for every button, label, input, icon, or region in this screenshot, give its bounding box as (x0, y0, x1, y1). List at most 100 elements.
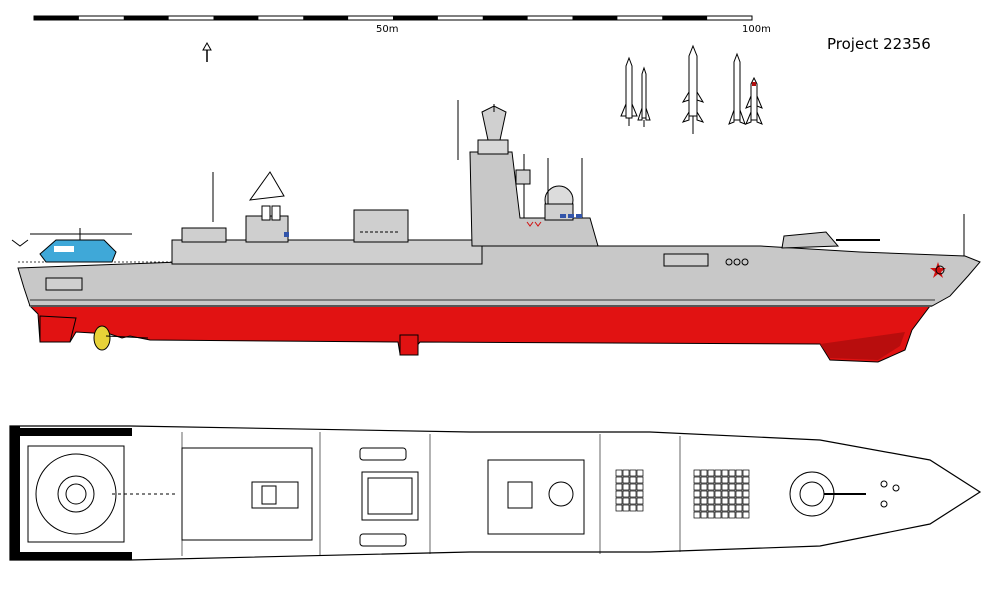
vls-cell (742, 483, 750, 491)
vls-cell (742, 469, 750, 477)
vls-cell (693, 497, 701, 505)
ship-top-plan (9, 425, 982, 561)
vls-cell (622, 490, 630, 498)
vls-cell (721, 469, 729, 477)
missile-set (620, 44, 763, 134)
vls-cell (700, 476, 708, 484)
vls-cell (728, 497, 736, 505)
vls-cell (735, 469, 743, 477)
vls-cell (615, 476, 623, 484)
scale-bar-segment (123, 16, 169, 20)
vls-cell (721, 497, 729, 505)
missile-5-icon (745, 76, 763, 125)
vls-cell (622, 476, 630, 484)
vls-cell (693, 476, 701, 484)
underwater-hull (28, 305, 931, 363)
vls-cell (707, 483, 715, 491)
vls-cell (728, 490, 736, 498)
vls-cell (636, 476, 644, 484)
vls-cell (615, 469, 623, 477)
vls-grid-aft (615, 469, 644, 512)
missile-1-icon (620, 56, 638, 126)
vls-cell (714, 490, 722, 498)
scale-bar: 50m 100m (33, 15, 771, 35)
vls-cell (707, 504, 715, 512)
vls-cell (707, 511, 715, 519)
vls-cell (735, 497, 743, 505)
vls-cell (622, 469, 630, 477)
helicopter-icon (11, 228, 132, 263)
vls-cell (622, 504, 630, 512)
vls-cell (728, 511, 736, 519)
vls-cell (615, 483, 623, 491)
vls-cell (636, 483, 644, 491)
vls-cell (693, 490, 701, 498)
vls-cell (714, 497, 722, 505)
scale-tick-100m: 100m (742, 24, 771, 35)
scale-bar-segment (303, 16, 349, 20)
scale-bar-segment (393, 16, 438, 20)
vls-cell (615, 490, 623, 498)
scale-bar-segment (662, 16, 708, 20)
vls-cell (742, 490, 750, 498)
propeller-icon (93, 325, 111, 351)
vls-cell (714, 476, 722, 484)
vls-cell (700, 469, 708, 477)
scale-bar-segment (572, 16, 618, 20)
vls-cell (707, 476, 715, 484)
missile-4-icon (728, 52, 746, 125)
vls-cell (728, 476, 736, 484)
vls-cell (735, 476, 743, 484)
scale-bar-segment (34, 16, 79, 20)
vls-cell (629, 476, 637, 484)
vls-cell (728, 469, 736, 477)
vls-cell (742, 511, 750, 519)
ship-title: Project 22356 (827, 35, 931, 53)
vls-cell (735, 483, 743, 491)
vls-cell (728, 504, 736, 512)
vls-cell (629, 469, 637, 477)
vls-cell (735, 490, 743, 498)
vls-cell (707, 469, 715, 477)
vls-cell (700, 483, 708, 491)
vls-cell (707, 497, 715, 505)
vls-cell (615, 497, 623, 505)
vls-cell (742, 504, 750, 512)
vls-cell (714, 504, 722, 512)
vls-cell (721, 483, 729, 491)
vls-cell (735, 504, 743, 512)
vls-cell (629, 497, 637, 505)
vls-cell (622, 497, 630, 505)
scale-bar-segments (34, 16, 708, 20)
vls-grid-fwd (693, 469, 750, 519)
vls-cell (735, 511, 743, 519)
hull-upper (17, 241, 981, 307)
scale-bar-segment (482, 16, 528, 20)
vls-cell (700, 504, 708, 512)
vls-cell (700, 497, 708, 505)
vls-cell (742, 476, 750, 484)
ship-side-profile (11, 100, 981, 363)
vls-cell (693, 469, 701, 477)
vls-cell (629, 483, 637, 491)
vls-cell (636, 469, 644, 477)
vls-cell (728, 483, 736, 491)
vls-cell (636, 497, 644, 505)
vls-cell (629, 490, 637, 498)
vls-cell (622, 483, 630, 491)
vls-cell (721, 504, 729, 512)
direction-arrow-icon (202, 41, 212, 62)
vls-cell (714, 483, 722, 491)
vls-cell (615, 504, 623, 512)
vls-cell (693, 504, 701, 512)
vls-cell (693, 511, 701, 519)
vls-cell (707, 490, 715, 498)
missile-3-icon (681, 44, 705, 134)
scale-bar-segment (213, 16, 259, 20)
vls-cell (721, 511, 729, 519)
vls-cell (714, 469, 722, 477)
vls-cell (700, 490, 708, 498)
vls-cell (721, 490, 729, 498)
